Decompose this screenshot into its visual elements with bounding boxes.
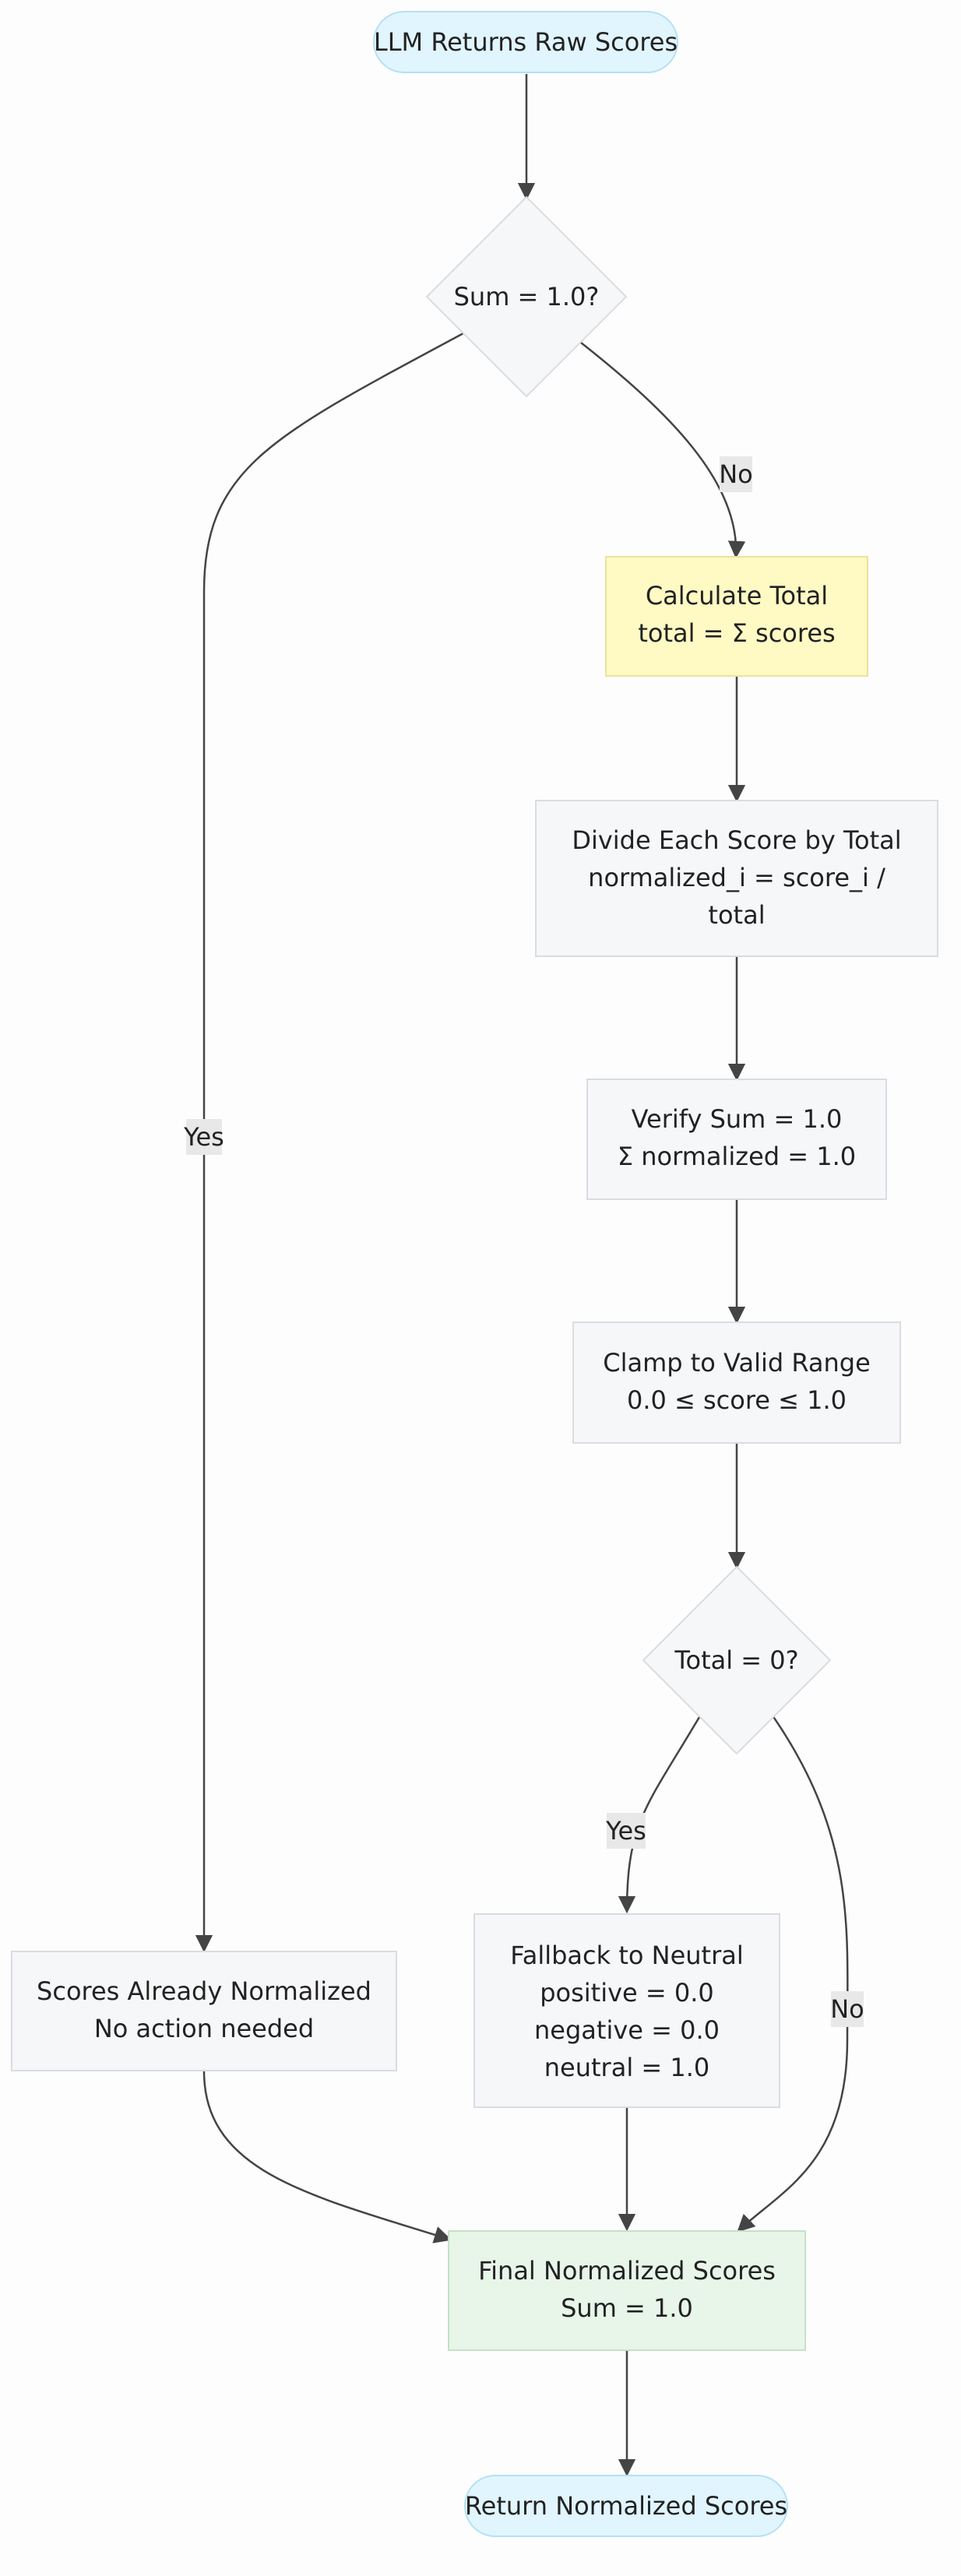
edge-already-to-final	[202, 2071, 452, 2243]
svg-text:Clamp to Valid Range: Clamp to Valid Range	[603, 1348, 871, 1378]
svg-text:negative = 0.0: negative = 0.0	[534, 2015, 720, 2045]
svg-text:LLM Returns Raw Scores: LLM Returns Raw Scores	[374, 27, 678, 57]
svg-text:total: total	[708, 900, 765, 930]
svg-text:No action needed: No action needed	[94, 2014, 314, 2043]
svg-text:positive = 0.0: positive = 0.0	[540, 1978, 714, 2008]
svg-text:Total = 0?: Total = 0?	[674, 1645, 798, 1675]
edge-label-sum-no: No	[719, 456, 753, 492]
svg-text:neutral = 1.0: neutral = 1.0	[544, 2053, 710, 2082]
edge-label-total-no: No	[830, 1991, 864, 2027]
edge-label-sum-yes: Yes	[183, 1119, 224, 1155]
svg-text:No: No	[719, 459, 753, 489]
node-clamp-range: Clamp to Valid Range 0.0 ≤ score ≤ 1.0	[572, 1321, 901, 1444]
node-start: LLM Returns Raw Scores	[373, 11, 678, 73]
node-end: Return Normalized Scores	[464, 2475, 788, 2537]
svg-text:Divide Each Score by Total: Divide Each Score by Total	[572, 825, 901, 855]
svg-text:Calculate Total: Calculate Total	[646, 581, 828, 611]
svg-text:Sum = 1.0?: Sum = 1.0?	[454, 282, 600, 311]
svg-text:normalized_i = score_i /: normalized_i = score_i /	[588, 863, 885, 892]
node-decision-total: Total = 0?	[642, 1565, 832, 1755]
svg-text:Sum = 1.0: Sum = 1.0	[561, 2293, 693, 2323]
svg-text:Final Normalized Scores: Final Normalized Scores	[478, 2256, 776, 2286]
edge-decision-no-to-calc	[580, 342, 746, 559]
edge-label-total-yes: Yes	[605, 1813, 646, 1849]
svg-text:Σ normalized = 1.0: Σ normalized = 1.0	[618, 1142, 856, 1171]
node-fallback-neutral: Fallback to Neutral positive = 0.0 negat…	[473, 1913, 780, 2108]
svg-text:0.0 ≤ score ≤ 1.0: 0.0 ≤ score ≤ 1.0	[627, 1385, 847, 1415]
svg-text:Return Normalized Scores: Return Normalized Scores	[465, 2491, 787, 2521]
node-calculate-total: Calculate Total total = Σ scores	[605, 556, 868, 677]
svg-text:Verify Sum = 1.0: Verify Sum = 1.0	[632, 1104, 843, 1134]
svg-text:Fallback to Neutral: Fallback to Neutral	[510, 1941, 743, 1970]
node-decision-sum: Sum = 1.0?	[425, 195, 628, 398]
node-verify-sum: Verify Sum = 1.0 Σ normalized = 1.0	[586, 1079, 887, 1200]
node-already-normalized: Scores Already Normalized No action need…	[11, 1951, 397, 2071]
svg-text:Scores Already Normalized: Scores Already Normalized	[37, 1976, 371, 2006]
svg-text:total = Σ scores: total = Σ scores	[638, 618, 835, 648]
svg-text:Yes: Yes	[605, 1816, 646, 1846]
svg-text:Yes: Yes	[183, 1122, 224, 1152]
svg-text:No: No	[830, 1994, 864, 2024]
edge-decision-yes-to-already	[195, 332, 464, 1953]
node-divide-scores: Divide Each Score by Total normalized_i …	[535, 800, 938, 957]
node-final-scores: Final Normalized Scores Sum = 1.0	[448, 2230, 806, 2351]
edge-total-no-to-final	[737, 1715, 849, 2233]
